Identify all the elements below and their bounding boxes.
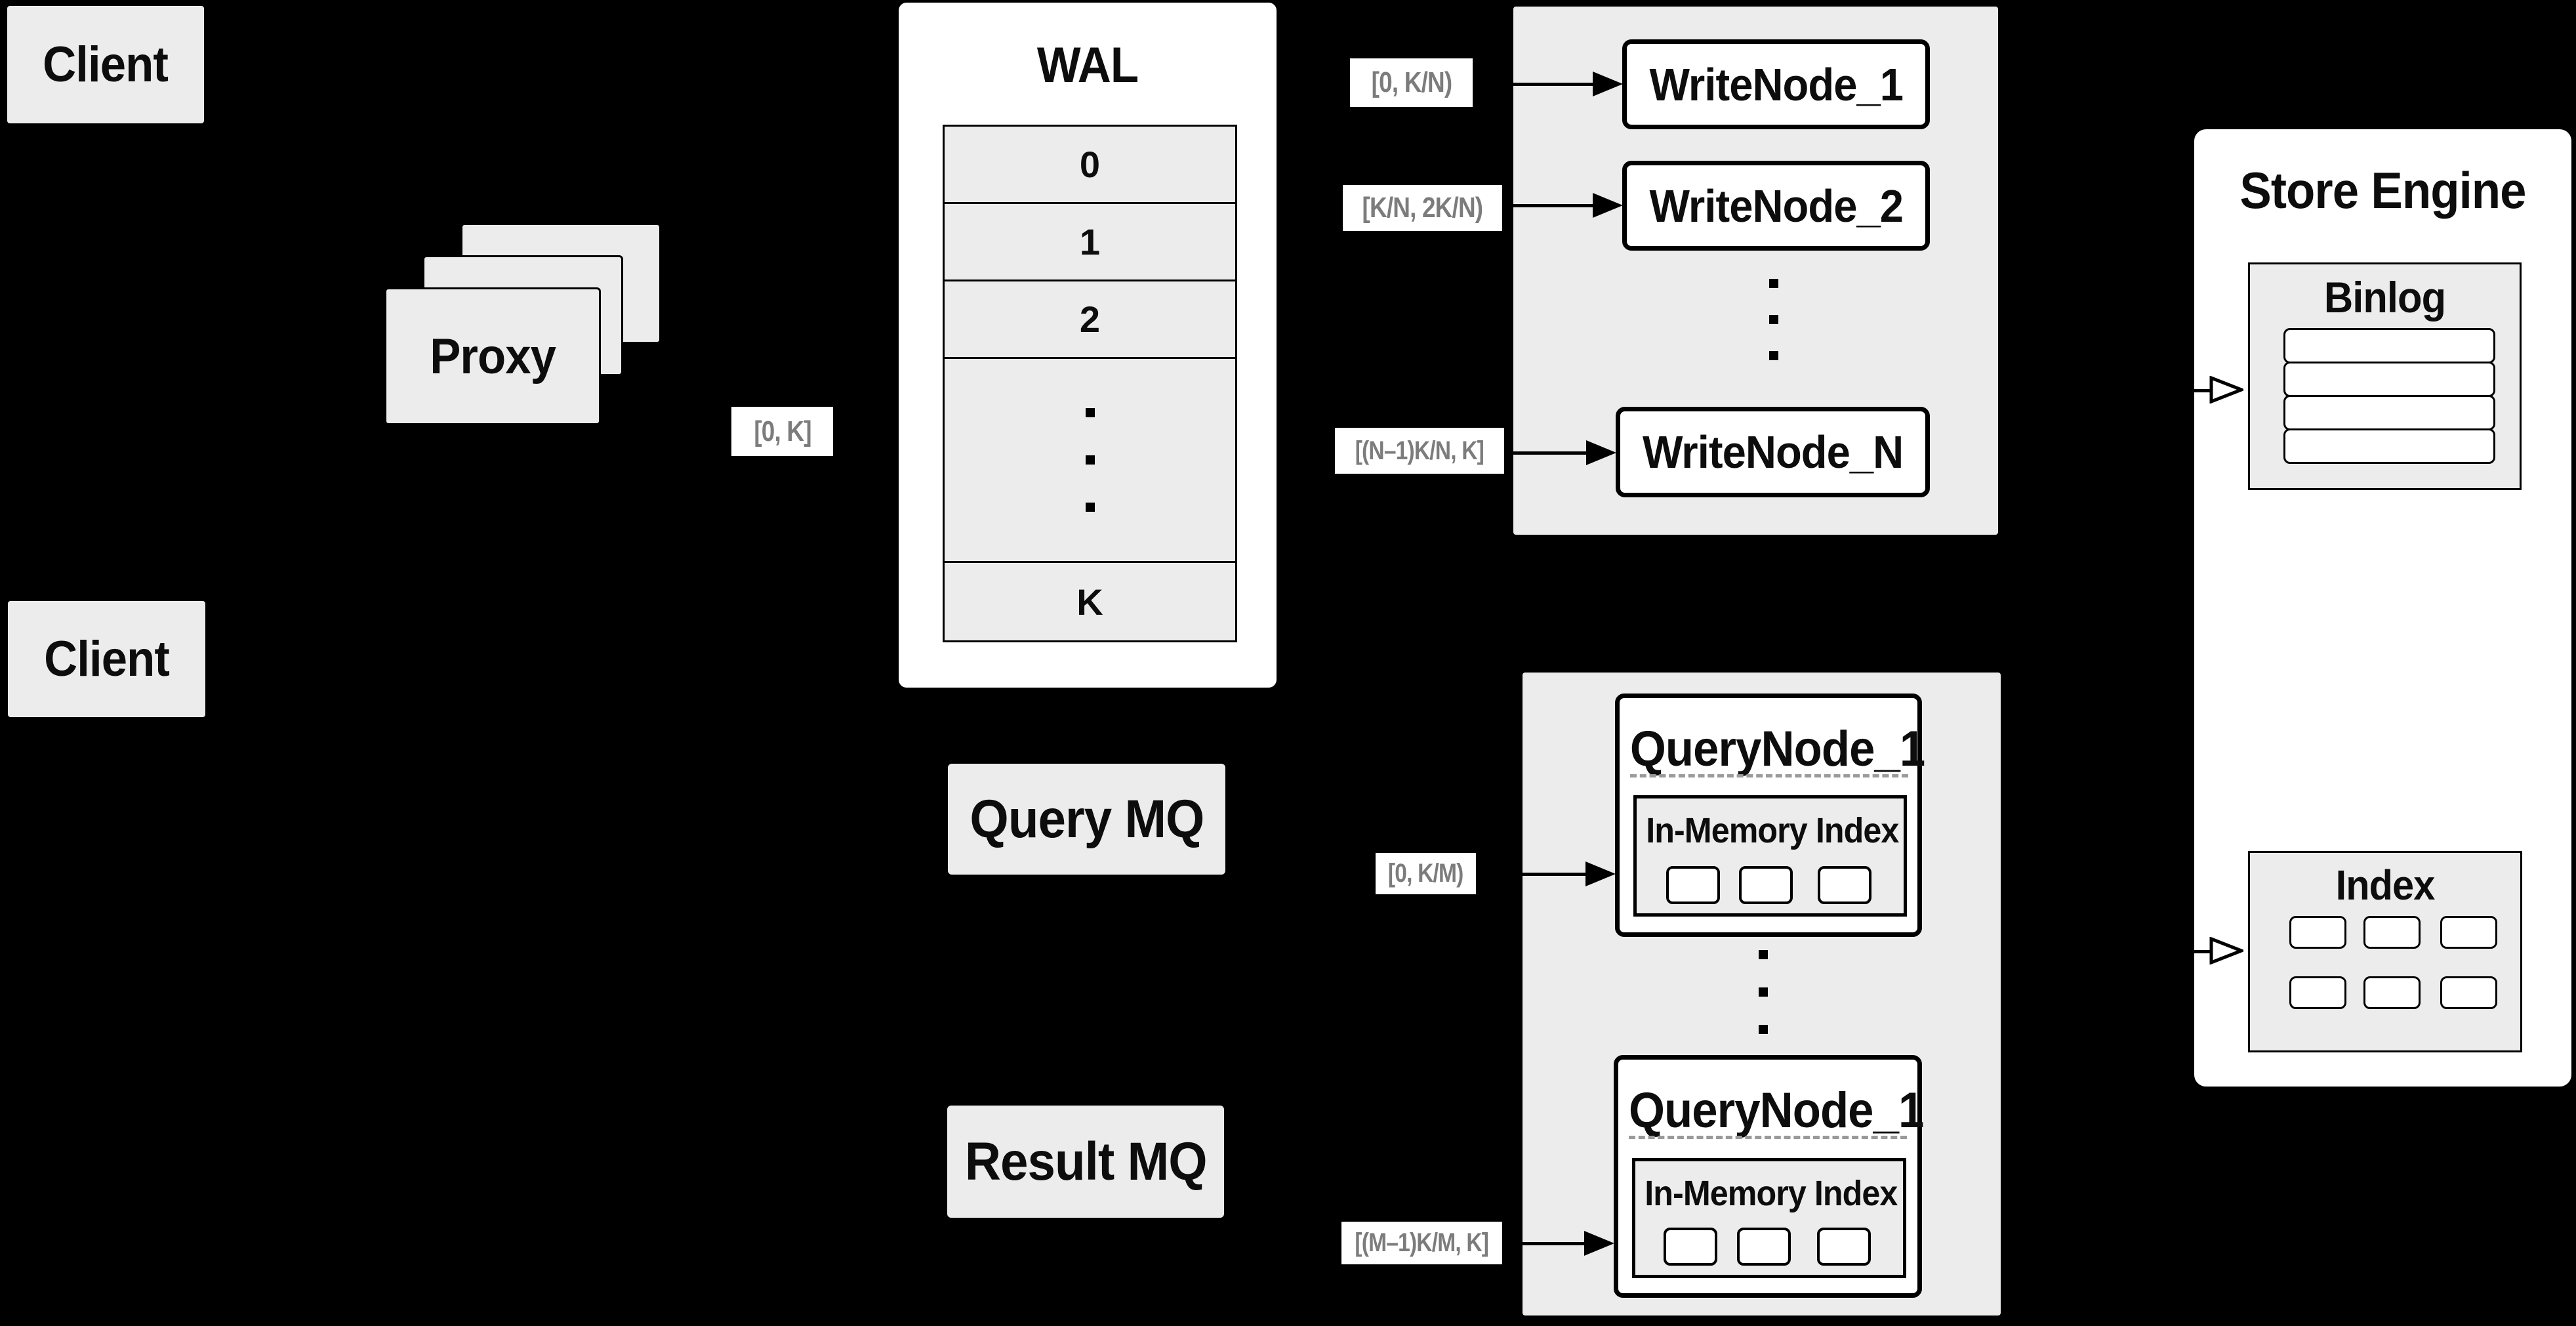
wal-ellipsis-row [943, 357, 1237, 563]
wal-segment-row-k: K [943, 561, 1237, 642]
range-label-writenode-n: [(N–1)K/N, K] [1335, 428, 1504, 474]
range-label-writenode-1: [0, K/N) [1350, 58, 1473, 107]
range-label-querynode-m: [(M–1)K/M, K] [1341, 1222, 1502, 1264]
index-box: Index [2248, 851, 2522, 1052]
writenode-1-label: WriteNode_1 [1649, 58, 1903, 110]
binlog-row [2283, 395, 2495, 430]
writenode-1-box: WriteNode_1 [1622, 39, 1930, 129]
memory-segment [1818, 866, 1871, 904]
result-mq-label: Result MQ [964, 1131, 1208, 1191]
binlog-row [2283, 428, 2495, 464]
binlog-open-arrowhead-icon [2209, 376, 2243, 404]
wal-segment-row-2: 2 [943, 280, 1237, 359]
memory-segment [1739, 866, 1793, 904]
querynode-bottom-box: QueryNode_1 In-Memory Index [1614, 1055, 1924, 1298]
wal-panel: WAL 0 1 2 K [897, 1, 1278, 689]
query-mq-box: Query MQ [947, 762, 1227, 876]
client-box-top: Client [6, 5, 205, 125]
memory-segment [1666, 866, 1720, 904]
index-cell [2289, 976, 2346, 1009]
client-box-bottom: Client [7, 600, 207, 718]
range-label-writenode-2: [K/N, 2K/N) [1343, 185, 1502, 231]
arrow-line-writenode-1 [1473, 83, 1594, 86]
inmemory-index-bottom-box: In-Memory Index [1632, 1158, 1906, 1278]
memory-segment [1737, 1228, 1791, 1266]
proxy-front-card: Proxy [384, 287, 601, 425]
index-cell [2363, 976, 2421, 1009]
wal-vertical-ellipsis-icon [1085, 408, 1095, 512]
binlog-box: Binlog [2248, 262, 2522, 490]
wal-title: WAL [1036, 37, 1139, 93]
inmemory-index-top-box: In-Memory Index [1633, 795, 1907, 917]
writenode-2-box: WriteNode_2 [1622, 161, 1930, 251]
querynode-top-box: QueryNode_1 In-Memory Index [1615, 694, 1925, 937]
writenode-n-label: WriteNode_N [1642, 426, 1904, 478]
binlog-rows [2283, 328, 2495, 464]
proxy-stack: Proxy [384, 223, 663, 426]
client-bottom-label: Client [44, 631, 170, 687]
inmemory-index-bottom-title: In-Memory Index [1645, 1174, 1898, 1213]
index-cell [2289, 916, 2346, 949]
arrowhead-writenode-2-icon [1593, 193, 1623, 218]
memory-segment [1664, 1228, 1717, 1266]
binlog-title: Binlog [2323, 273, 2446, 321]
memory-segment [1817, 1228, 1871, 1266]
querynode-top-separator [1630, 774, 1908, 777]
index-open-arrowhead-icon [2209, 937, 2243, 964]
querynode-bottom-separator [1629, 1136, 1907, 1139]
arrowhead-querynode-1-icon [1585, 861, 1616, 886]
client-top-label: Client [43, 37, 169, 93]
arrow-line-writenode-2 [1502, 204, 1594, 207]
arrowhead-writenode-1-icon [1593, 72, 1623, 96]
proxy-label: Proxy [430, 328, 556, 384]
arrow-line-querynode-m [1502, 1242, 1586, 1245]
writenode-2-label: WriteNode_2 [1649, 180, 1903, 232]
index-cell [2440, 976, 2497, 1009]
arrow-line-querynode-1 [1476, 873, 1587, 876]
arrow-line-binlog [2086, 389, 2212, 392]
arrowhead-writenode-n-icon [1586, 440, 1616, 465]
wal-segment-table: 0 1 2 K [943, 125, 1237, 642]
store-engine-title: Store Engine [2239, 161, 2526, 219]
range-label-querynode-1: [0, K/M) [1376, 853, 1476, 894]
writenode-vertical-ellipsis-icon [1769, 279, 1778, 360]
binlog-row [2283, 328, 2495, 363]
writenode-n-box: WriteNode_N [1616, 407, 1930, 497]
querynode-bottom-title: QueryNode_1 [1628, 1083, 1924, 1138]
wal-segment-row-1: 1 [943, 202, 1237, 281]
result-mq-box: Result MQ [946, 1104, 1225, 1219]
store-engine-panel: Store Engine Binlog Index [2193, 128, 2573, 1088]
binlog-row [2283, 362, 2495, 397]
arrow-line-writenode-n [1504, 451, 1587, 455]
index-title: Index [2335, 861, 2436, 909]
querynode-vertical-ellipsis-icon [1759, 950, 1768, 1034]
query-mq-label: Query MQ [969, 789, 1204, 849]
arrow-line-index [2086, 950, 2212, 953]
arrowhead-querynode-m-icon [1584, 1231, 1614, 1256]
index-cell [2363, 916, 2421, 949]
wal-segment-row-0: 0 [943, 125, 1237, 204]
index-cell [2440, 916, 2497, 949]
inmemory-index-top-title: In-Memory Index [1646, 811, 1899, 850]
range-label-proxy-to-wal: [0, K] [731, 407, 833, 456]
querynode-top-title: QueryNode_1 [1629, 721, 1925, 777]
